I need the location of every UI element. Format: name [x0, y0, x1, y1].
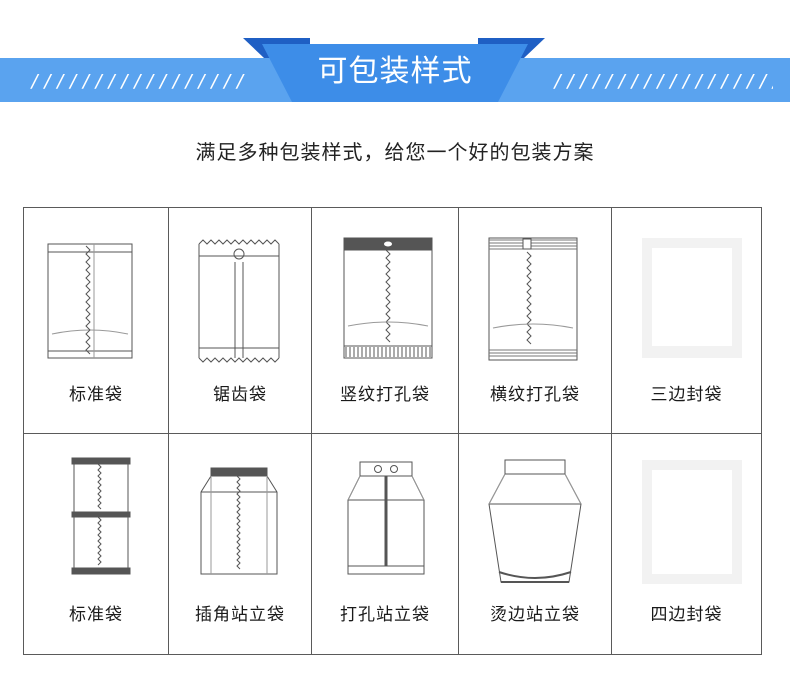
bag-label: 插角站立袋: [195, 605, 285, 625]
banner-decoration-right: //////////////////: [553, 71, 773, 92]
bag-card-four-side-seal[interactable]: 四边封袋: [612, 434, 761, 654]
three-side-seal-bag-icon: [642, 238, 742, 358]
bag-card-vertical-stripe-hole[interactable]: 竖纹打孔袋: [312, 208, 459, 434]
bag-label: 锯齿袋: [213, 385, 267, 405]
double-standard-bag-icon: [71, 457, 131, 575]
bag-label: 三边封袋: [650, 385, 723, 405]
bag-label: 标准袋: [69, 605, 123, 625]
hole-stand-bag-icon: [347, 461, 425, 575]
banner-decoration-left: //////////////////: [30, 71, 245, 92]
bag-label: 标准袋: [69, 385, 123, 405]
bag-card-heat-edge-stand[interactable]: 烫边站立袋: [459, 434, 612, 654]
heat-edge-stand-bag-icon: [488, 459, 582, 583]
bag-card-standard-double[interactable]: 标准袋: [24, 434, 169, 654]
bag-card-sawtooth[interactable]: 锯齿袋: [169, 208, 312, 434]
bag-label: 竖纹打孔袋: [340, 385, 430, 405]
bag-label: 打孔站立袋: [340, 605, 430, 625]
bag-card-standard[interactable]: 标准袋: [24, 208, 169, 434]
bag-style-grid: 标准袋 锯齿袋: [23, 207, 762, 655]
bag-label: 烫边站立袋: [490, 605, 580, 625]
sawtooth-bag-icon: [198, 239, 280, 363]
horizontal-stripe-hole-bag-icon: [488, 237, 578, 361]
gusset-stand-bag-icon: [200, 467, 278, 575]
bag-label: 四边封袋: [650, 605, 723, 625]
bag-card-gusset-stand[interactable]: 插角站立袋: [169, 434, 312, 654]
page-title: 可包装样式: [317, 54, 473, 89]
bag-card-hole-stand[interactable]: 打孔站立袋: [312, 434, 459, 654]
vertical-stripe-hole-bag-icon: [343, 237, 433, 359]
header-banner: ////////////////// ////////////////// 可包…: [0, 0, 790, 110]
banner-shape: [0, 38, 790, 102]
four-side-seal-bag-icon: [642, 460, 742, 584]
bag-card-horizontal-stripe-hole[interactable]: 横纹打孔袋: [459, 208, 612, 434]
bag-label: 横纹打孔袋: [490, 385, 580, 405]
page-subtitle: 满足多种包装样式，给您一个好的包装方案: [195, 140, 595, 164]
bag-card-three-side-seal[interactable]: 三边封袋: [612, 208, 761, 434]
standard-bag-icon: [47, 243, 133, 359]
